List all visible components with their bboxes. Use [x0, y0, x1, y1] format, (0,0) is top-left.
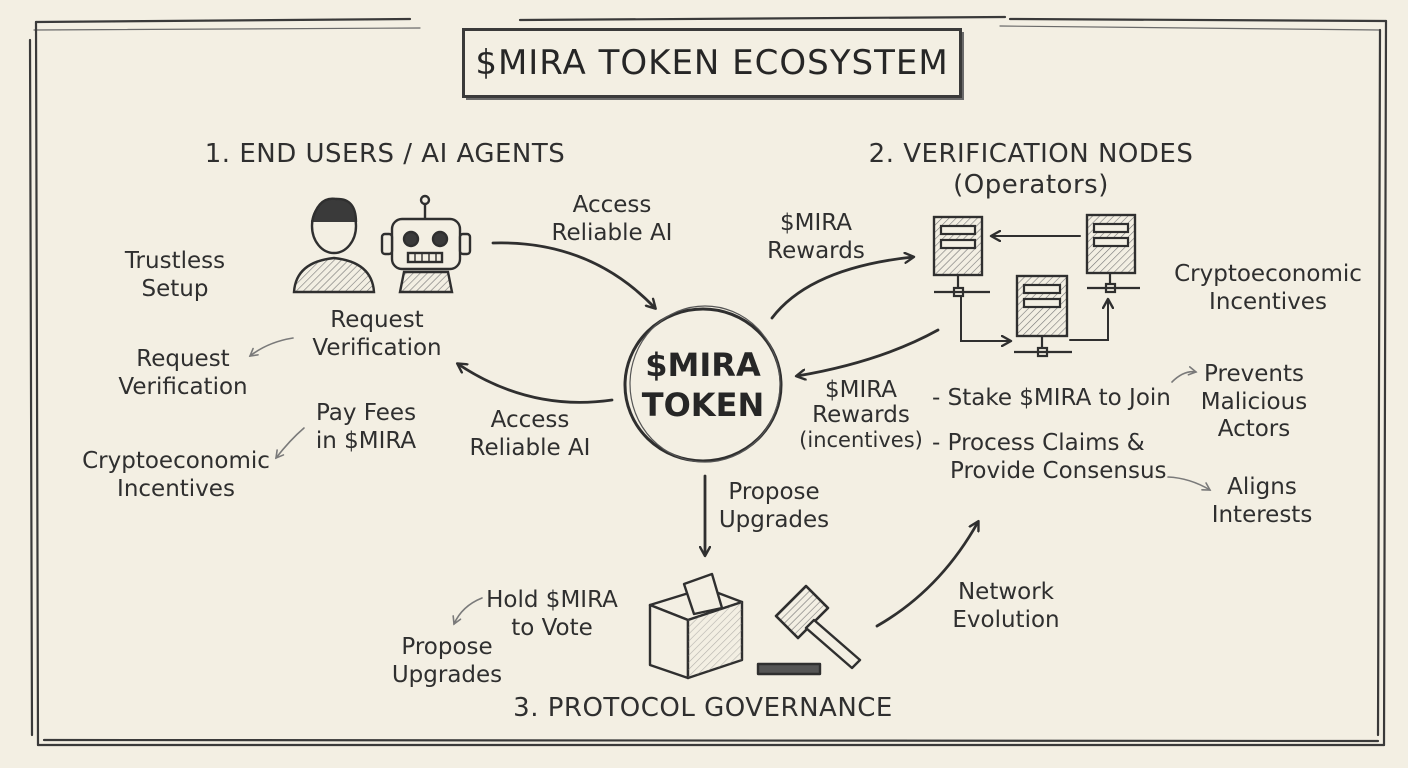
- label-stake-mira: - Stake $MIRA to Join: [932, 385, 1171, 411]
- section-verification-nodes: 2. VERIFICATION NODES (Operators): [868, 139, 1194, 201]
- token-label: $MIRA TOKEN: [641, 346, 765, 424]
- small-arrows: [248, 337, 1212, 626]
- arrow-rewards-top: [770, 257, 913, 320]
- page-frame: [28, 15, 1388, 747]
- robot-icon: [380, 194, 472, 294]
- server-links: [960, 236, 1108, 341]
- token-circle: [623, 307, 783, 463]
- arrow-network-up: [875, 522, 978, 628]
- section-protocol-governance: 3. PROTOCOL GOVERNANCE: [513, 693, 893, 723]
- diagram-title: $MIRA TOKEN ECOSYSTEM: [462, 28, 962, 98]
- section-end-users: 1. END USERS / AI AGENTS: [204, 139, 566, 169]
- label-process-claims: - Process Claims &Provide Consensus: [932, 430, 1167, 484]
- server-icon: [932, 213, 1140, 358]
- ballot-box-icon: [648, 572, 744, 680]
- arrow-rewards-bottom: [797, 328, 940, 376]
- arrow-access-top: [491, 241, 655, 308]
- arrow-access-bottom: [458, 364, 614, 404]
- person-icon: [292, 197, 376, 294]
- flow-arrows: [458, 241, 978, 628]
- gavel-icon: [756, 584, 862, 676]
